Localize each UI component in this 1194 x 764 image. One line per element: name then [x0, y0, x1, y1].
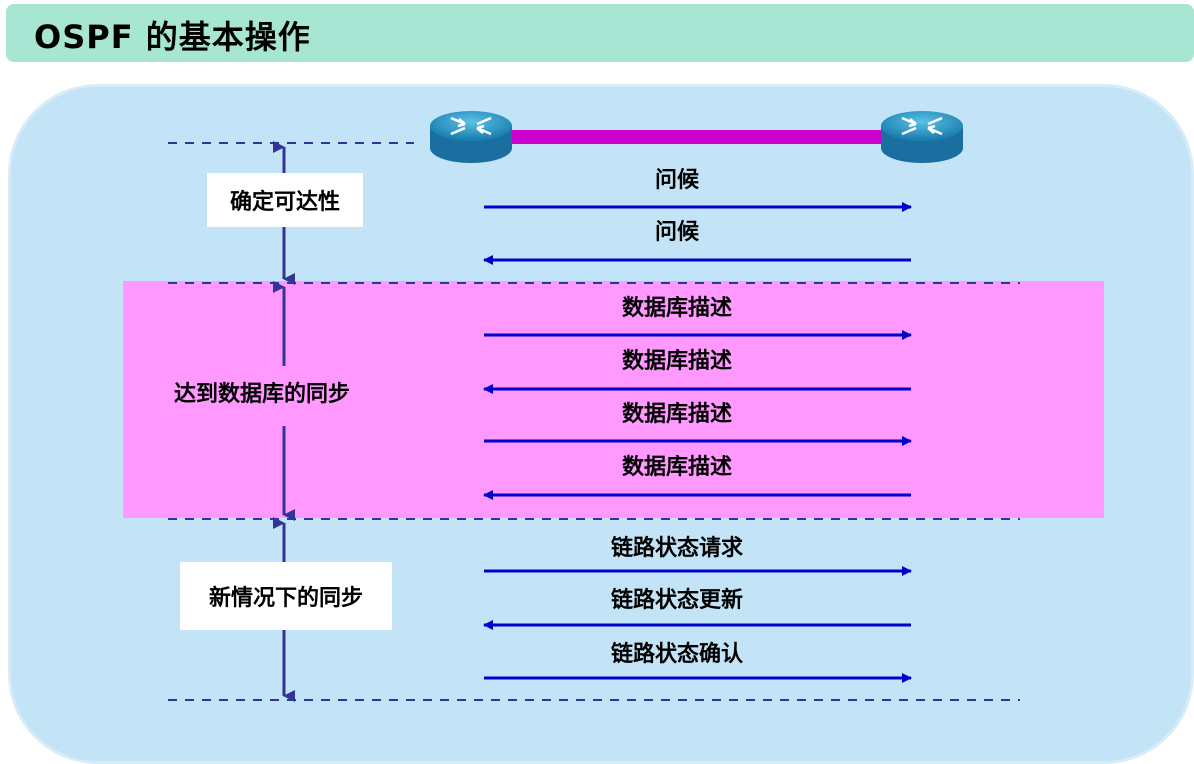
message-label-7: 链路状态请求 — [610, 536, 743, 561]
database-sync-band — [123, 281, 1104, 518]
router-icon — [881, 111, 963, 163]
phase-label-new-sync: 新情况下的同步 — [180, 562, 392, 630]
message-label-9: 链路状态确认 — [610, 642, 743, 667]
diagram-canvas — [168, 111, 1020, 702]
phase-label-reachability: 确定可达性 — [207, 173, 363, 227]
phase-label-database-sync: 达到数据库的同步 — [174, 382, 351, 407]
message-label-6: 数据库描述 — [621, 455, 732, 480]
message-label-1: 问候 — [654, 168, 699, 193]
router-link — [505, 130, 889, 144]
message-label-3: 数据库描述 — [621, 296, 732, 321]
message-label-8: 链路状态更新 — [610, 588, 743, 613]
page-title: OSPF 的基本操作 — [34, 18, 311, 56]
message-label-2: 问候 — [654, 220, 699, 245]
message-label-4: 数据库描述 — [621, 349, 732, 374]
title-bar: OSPF 的基本操作 — [6, 4, 1194, 62]
message-label-5: 数据库描述 — [621, 402, 732, 427]
router-icon — [430, 111, 512, 163]
